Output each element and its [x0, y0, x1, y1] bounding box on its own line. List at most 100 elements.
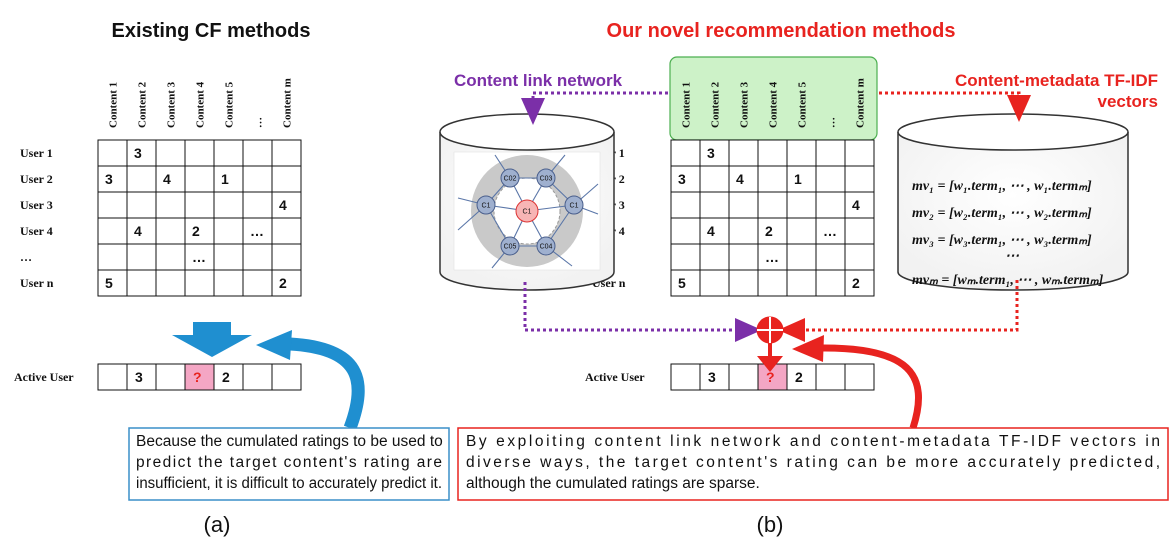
left-cell: [213, 139, 244, 167]
left-cell-value: …: [192, 249, 206, 265]
left-cell: [126, 191, 157, 219]
left-col-header: Content 1: [108, 82, 120, 128]
left-cell-value: 3: [134, 145, 142, 161]
right-cell: [815, 191, 846, 219]
left-active-cell: [97, 363, 128, 391]
right-cell-value: 4: [736, 171, 744, 187]
left-cell-value: 4: [134, 223, 142, 239]
tfidf-vectors-cylinder: [897, 113, 1129, 291]
left-cell-value: 2: [279, 275, 287, 291]
network-node: [564, 195, 584, 215]
left-active-cell: [213, 363, 244, 391]
right-cell: [728, 217, 759, 245]
note-left-line1: Because the cumulated ratings to be used…: [136, 433, 443, 450]
link-arrow-red-bottom: [778, 280, 1019, 342]
right-active-user-label: Active User: [585, 370, 645, 384]
left-cell-value: 3: [105, 171, 113, 187]
right-cell-value: 3: [678, 171, 686, 187]
network-node: [500, 236, 520, 256]
network-node-label: C1: [570, 203, 579, 210]
right-cell: [844, 139, 875, 167]
network-node: [476, 195, 496, 215]
left-col-header: Content 5: [224, 81, 236, 128]
right-cell: [670, 139, 701, 167]
panel-label-a: (a): [204, 512, 231, 537]
combine-down-arrowhead: [757, 356, 783, 372]
right-cell: [786, 217, 817, 245]
right-active-cell-value: 3: [708, 369, 716, 385]
left-cell: [155, 139, 186, 167]
left-cell: [97, 139, 128, 167]
left-cell: [213, 217, 244, 245]
link-arrow-red-top: [879, 91, 1031, 122]
note-right-line3: although the cumulated ratings are spars…: [466, 475, 760, 492]
left-cell: [155, 243, 186, 271]
left-cell-value: 4: [279, 197, 287, 213]
left-active-user-label: Active User: [14, 370, 74, 384]
left-row-label: User 1: [20, 146, 53, 160]
curved-arrow-left-head: [256, 330, 292, 360]
right-cell: [757, 269, 788, 297]
left-cell: [97, 269, 128, 297]
curved-arrow-right: [819, 344, 923, 430]
right-col-header: Content 3: [739, 81, 751, 128]
right-cell: [844, 191, 875, 219]
link-arrow-purple-top: [521, 91, 668, 125]
right-cell: [699, 269, 730, 297]
left-cell: [242, 191, 273, 219]
left-cell: [213, 269, 244, 297]
right-active-cell: [670, 363, 701, 391]
left-cell-value: 5: [105, 275, 113, 291]
left-cell: [97, 243, 128, 271]
right-active-cell: [699, 363, 730, 391]
left-cell: [242, 269, 273, 297]
right-cell-value: 2: [852, 275, 860, 291]
left-cell: [126, 217, 157, 245]
left-col-header: Content m: [282, 78, 294, 128]
left-row-label: User 4: [20, 224, 53, 238]
right-cell-value: …: [823, 223, 837, 239]
right-cell-value: 5: [678, 275, 686, 291]
tfidf-label-line1: Content-metadata TF-IDF: [955, 71, 1158, 90]
right-col-header: Content m: [855, 78, 867, 128]
network-node-label: C02: [504, 176, 517, 183]
left-cell: [242, 243, 273, 271]
right-cell: [670, 217, 701, 245]
formula-mv2: mv₂ = [w₂.term₁, ⋯ , w₂.termₘ]: [912, 206, 1092, 221]
right-cell: [786, 191, 817, 219]
note-right-line1: By exploiting content link network and c…: [466, 433, 1160, 450]
right-active-cell: [728, 363, 759, 391]
left-cell: [213, 243, 244, 271]
network-node: [536, 168, 556, 188]
right-cell: [786, 243, 817, 271]
right-cell: [844, 269, 875, 297]
right-cell: [670, 165, 701, 193]
right-cell: [844, 165, 875, 193]
right-cell-value: …: [765, 249, 779, 265]
left-col-header: Content 3: [166, 81, 178, 128]
curved-arrow-left: [289, 337, 365, 431]
note-right-line2: diverse ways, the target content's ratin…: [466, 454, 1160, 471]
right-cell: [699, 243, 730, 271]
right-cell: [670, 269, 701, 297]
right-cell: [757, 191, 788, 219]
right-cell: [815, 269, 846, 297]
right-cell: [757, 139, 788, 167]
right-cell: [670, 243, 701, 271]
left-cell: [155, 269, 186, 297]
curved-arrow-right-head: [792, 335, 824, 362]
left-title: Existing CF methods: [112, 20, 311, 42]
right-cell: [670, 191, 701, 219]
right-cell-value: 4: [852, 197, 860, 213]
left-cell-value: 4: [163, 171, 171, 187]
left-active-cell: [126, 363, 157, 391]
aggregate-arrow-left: [172, 322, 252, 357]
right-col-header: Content 1: [681, 82, 693, 128]
right-cell: [786, 139, 817, 167]
left-cell: [271, 217, 302, 245]
network-node-label: C1: [482, 203, 491, 210]
left-row-label: User 2: [20, 172, 53, 186]
